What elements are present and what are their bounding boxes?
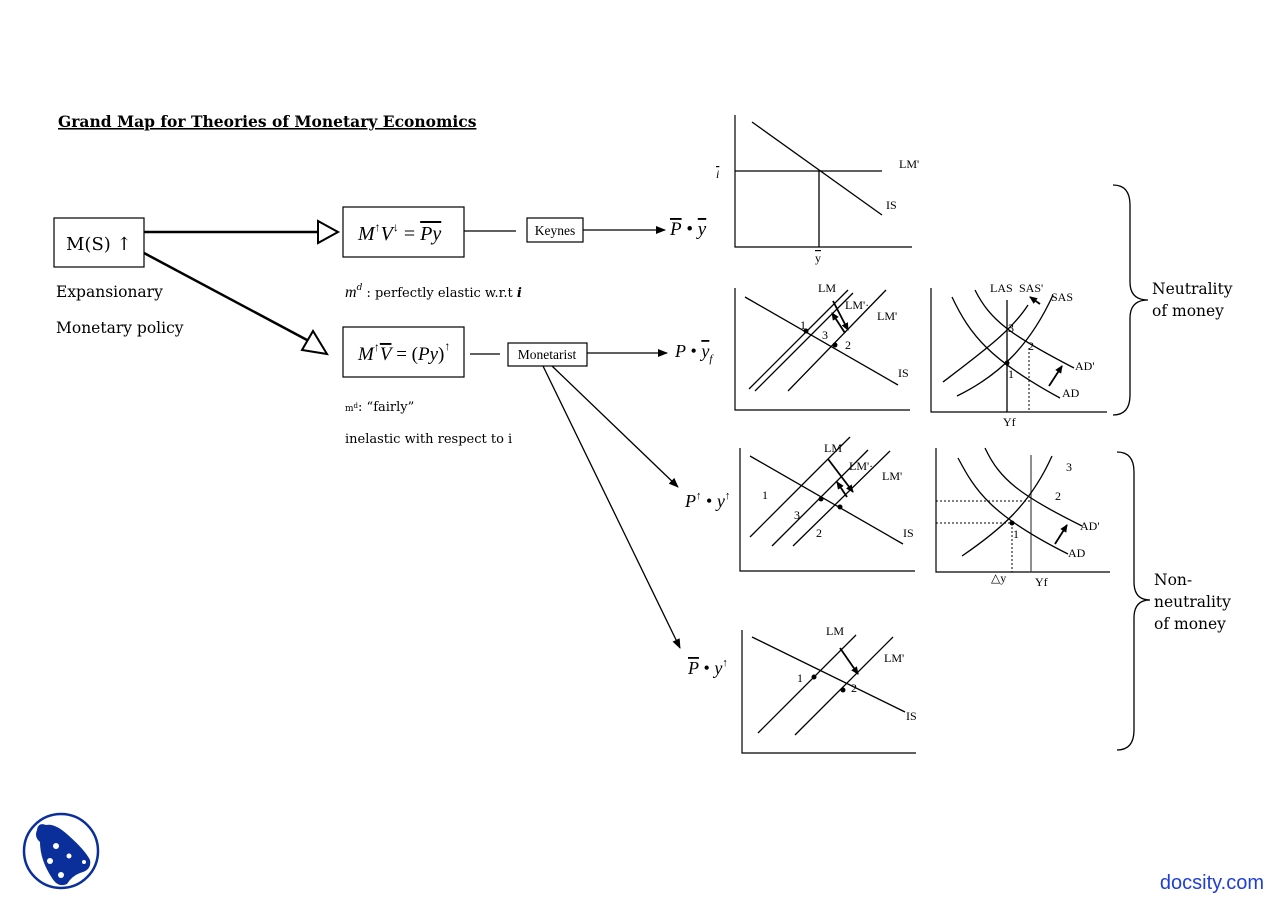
svg-text:2: 2 xyxy=(851,681,857,695)
svg-text:LAS: LAS xyxy=(990,281,1013,295)
svg-text:LM: LM xyxy=(818,281,836,295)
graph-neutral-asad: LAS SAS' SAS AD' AD Yf 3 2 1 xyxy=(930,281,1107,429)
svg-text:LM': LM' xyxy=(884,651,904,665)
monetarist-box xyxy=(507,342,588,367)
svg-text:IS: IS xyxy=(906,709,917,723)
keynes-money-demand-note: md : perfectly elastic w.r.t i xyxy=(345,283,522,301)
svg-text:1: 1 xyxy=(797,671,803,685)
svg-text:LM': LM' xyxy=(882,469,902,483)
neutrality-label-1: Neutrality xyxy=(1152,280,1233,298)
page-title: Grand Map for Theories of Monetary Econo… xyxy=(58,112,477,131)
monetarist-money-demand-note-2: inelastic with respect to i xyxy=(345,432,512,447)
non-neutrality-brace xyxy=(1116,451,1151,751)
non-neutrality-label-3: of money xyxy=(1154,615,1226,633)
keynes-formula: M↑V↓ = Py xyxy=(357,220,441,245)
docsity-logo xyxy=(22,812,100,890)
caption-line-2: Monetary policy xyxy=(56,319,184,337)
graph-keynes-islm: i y LM' IS xyxy=(716,115,919,265)
arrow-monetarist-fixed-price xyxy=(542,365,681,649)
non-neutrality-label-2: neutrality xyxy=(1154,593,1231,611)
keynes-formula-box xyxy=(342,206,465,258)
graph-nonneutral-asad: AD' AD △y Yf 3 2 1 xyxy=(935,447,1110,589)
svg-text:i: i xyxy=(716,167,719,181)
svg-text:LM'·: LM'· xyxy=(845,298,869,312)
non-neutrality-label-1: Non- xyxy=(1154,571,1192,589)
svg-text:LM'·: LM'· xyxy=(849,459,873,473)
svg-text:3: 3 xyxy=(1066,460,1072,474)
graph-fixed-price-islm: LM LM' IS 1 2 xyxy=(741,624,917,754)
svg-text:LM: LM xyxy=(824,441,842,455)
monetarist-formula: M↑V = (Py)↑ xyxy=(357,339,450,365)
monetarist-fixed-price-outcome: P • y↑ xyxy=(687,657,728,678)
svg-text:2: 2 xyxy=(816,526,822,540)
caption-line-1: Expansionary xyxy=(56,283,163,301)
svg-text:AD: AD xyxy=(1068,546,1086,560)
neutrality-brace xyxy=(1112,184,1149,416)
monetarist-label: Monetarist xyxy=(518,347,577,362)
svg-text:y: y xyxy=(815,251,821,265)
money-supply-box xyxy=(53,217,145,268)
svg-text:IS: IS xyxy=(898,366,909,380)
svg-text:1: 1 xyxy=(800,318,806,332)
hollow-arrow-to-monetarist xyxy=(143,251,329,356)
svg-text:SAS: SAS xyxy=(1051,290,1073,304)
hollow-arrow-to-keynes xyxy=(144,219,341,245)
svg-text:AD': AD' xyxy=(1075,359,1095,373)
monetarist-formula-box xyxy=(342,326,465,378)
svg-text:1: 1 xyxy=(762,488,768,502)
svg-text:LM': LM' xyxy=(899,157,919,171)
monetarist-money-demand-note: md: “fairly” xyxy=(345,400,414,415)
svg-text:1: 1 xyxy=(1013,527,1019,541)
svg-text:1: 1 xyxy=(1008,367,1014,381)
svg-text:IS: IS xyxy=(886,198,897,212)
svg-text:2: 2 xyxy=(845,338,851,352)
keynes-label: Keynes xyxy=(535,223,576,238)
svg-text:AD: AD xyxy=(1062,386,1080,400)
svg-text:2: 2 xyxy=(1055,489,1061,503)
svg-text:AD': AD' xyxy=(1080,519,1100,533)
graph-neutral-islm: LM LM'· LM' IS 1 3 2 xyxy=(734,281,910,411)
svg-text:3: 3 xyxy=(794,508,800,522)
svg-text:3: 3 xyxy=(1008,321,1014,335)
svg-text:2: 2 xyxy=(1028,339,1034,353)
svg-text:LM: LM xyxy=(826,624,844,638)
svg-text:SAS': SAS' xyxy=(1019,281,1043,295)
svg-text:Yf: Yf xyxy=(1003,415,1016,429)
svg-text:IS: IS xyxy=(903,526,914,540)
monetarist-short-run-outcome: P↑ • y↑ xyxy=(684,490,730,511)
docsity-link[interactable]: docsity.com xyxy=(1160,872,1264,894)
arrow-monetarist-short-run xyxy=(551,365,679,488)
money-supply-label: M(S) ↑ xyxy=(66,234,132,255)
svg-text:△y: △y xyxy=(991,571,1006,585)
keynes-outcome: P • y xyxy=(669,219,707,240)
monetarist-long-run-outcome: P • yf xyxy=(674,341,714,365)
svg-text:LM': LM' xyxy=(877,309,897,323)
neutrality-label-2: of money xyxy=(1152,302,1224,320)
graph-nonneutral-islm: LM LM'· LM' IS 1 3 2 xyxy=(739,436,915,572)
svg-text:3: 3 xyxy=(822,328,828,342)
svg-text:Yf: Yf xyxy=(1035,575,1048,589)
